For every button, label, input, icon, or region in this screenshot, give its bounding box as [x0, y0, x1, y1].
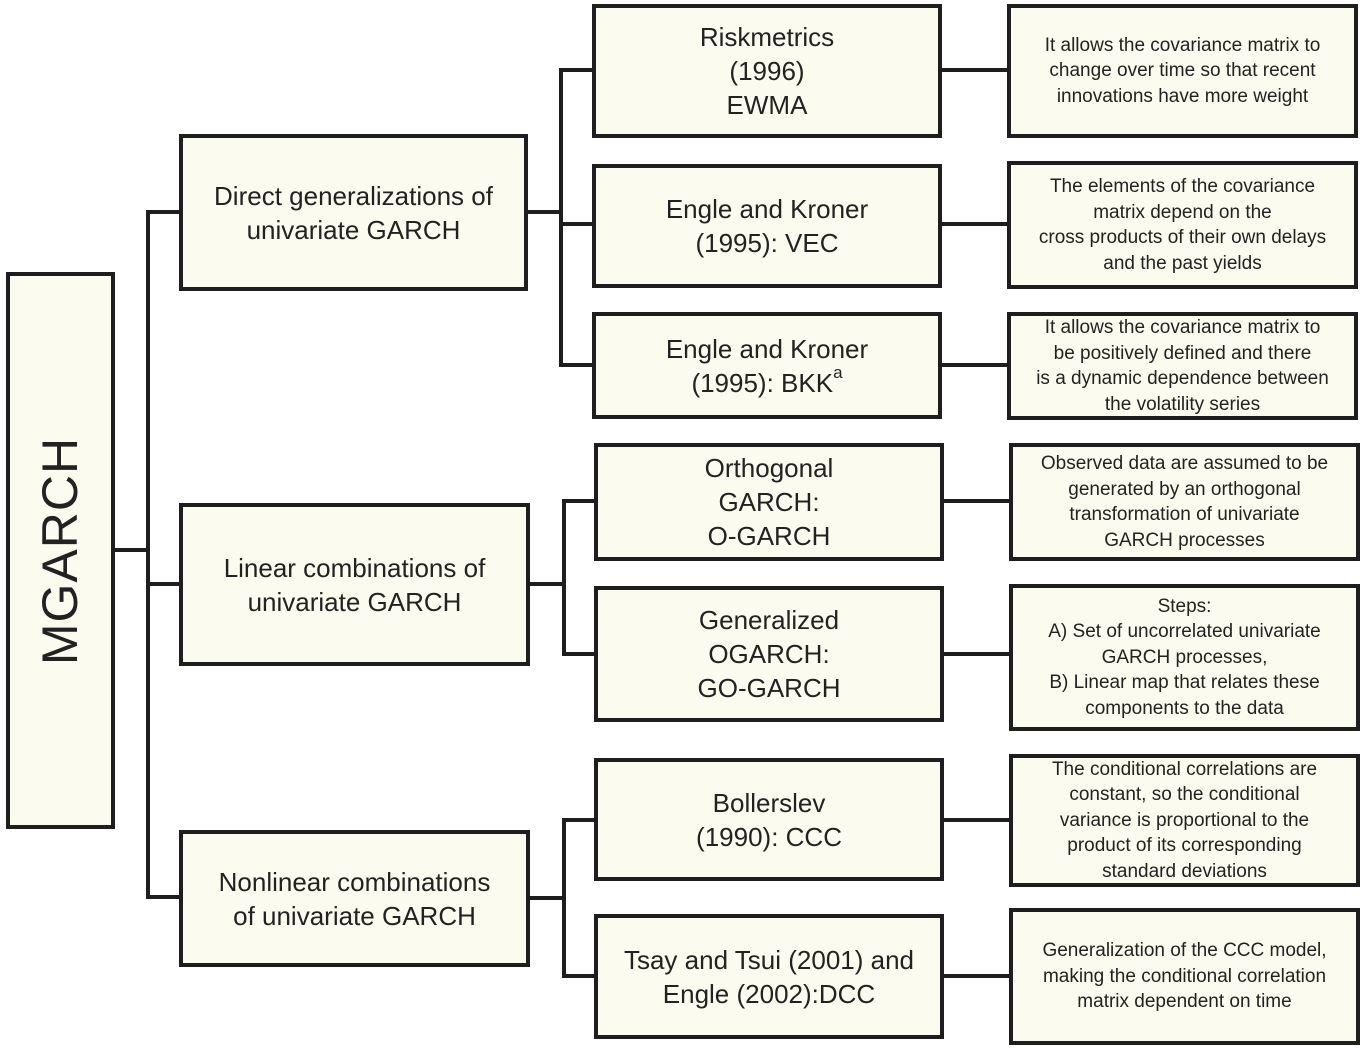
model-bkk: Engle and Kroner (1995): BKKa [592, 312, 942, 419]
category-nonlinear-combinations: Nonlinear combinations of univariate GAR… [179, 830, 530, 967]
model-bkk-label: Engle and Kroner (1995): BKK [665, 333, 869, 398]
model-riskmetrics-ewma: Riskmetrics (1996) EWMA [592, 4, 942, 138]
root-label: MGARCH [32, 436, 89, 665]
category-linear-combinations: Linear combinations of univariate GARCH [179, 503, 530, 666]
model-go-garch: Generalized OGARCH: GO-GARCH [594, 586, 944, 722]
description-o-garch: Observed data are assumed to be generate… [1009, 443, 1360, 561]
model-dcc: Tsay and Tsui (2001) and Engle (2002):DC… [594, 914, 944, 1039]
model-ccc: Bollerslev (1990): CCC [594, 758, 944, 881]
root-node: MGARCH [6, 272, 115, 829]
description-go-garch: Steps: A) Set of uncorrelated univariate… [1009, 584, 1360, 731]
description-ccc: The conditional correlations are constan… [1009, 754, 1360, 887]
description-ewma: It allows the covariance matrix to chang… [1007, 4, 1358, 138]
category-direct-generalizations: Direct generalizations of univariate GAR… [179, 134, 528, 291]
bkk-footnote-marker: a [833, 362, 843, 382]
description-bkk: It allows the covariance matrix to be po… [1007, 312, 1358, 420]
description-dcc: Generalization of the CCC model, making … [1009, 908, 1360, 1045]
model-vec: Engle and Kroner (1995): VEC [592, 164, 942, 288]
description-vec: The elements of the covariance matrix de… [1007, 161, 1358, 289]
model-o-garch: Orthogonal GARCH: O-GARCH [594, 443, 944, 561]
